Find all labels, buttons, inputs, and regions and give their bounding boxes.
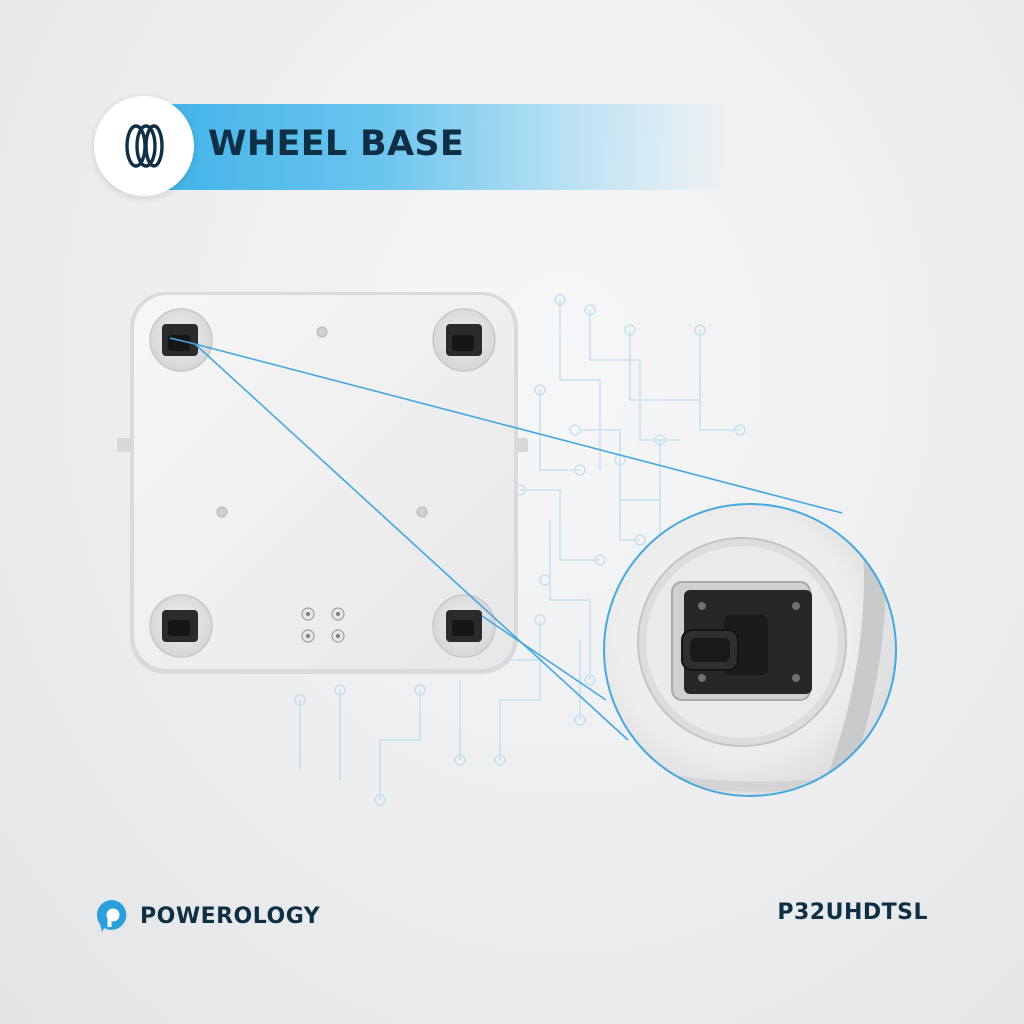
brand-name: POWEROLOGY [140, 903, 321, 929]
header-icon-badge [94, 96, 194, 196]
wheels-icon [125, 124, 164, 168]
page-title: WHEEL BASE [208, 124, 465, 164]
screw-holes [216, 326, 428, 518]
caster-top-right [432, 308, 496, 372]
wheel-base-plate [117, 292, 528, 674]
caster-bottom-right [432, 594, 496, 658]
caster-zoom-detail [603, 503, 897, 797]
powerology-logo-icon [96, 899, 127, 932]
caster-bottom-left [149, 594, 213, 658]
brand-logo: POWEROLOGY [96, 898, 320, 934]
callout-lines [169, 337, 843, 741]
model-number: P32UHDTSL [777, 900, 928, 925]
header-banner [140, 104, 730, 190]
